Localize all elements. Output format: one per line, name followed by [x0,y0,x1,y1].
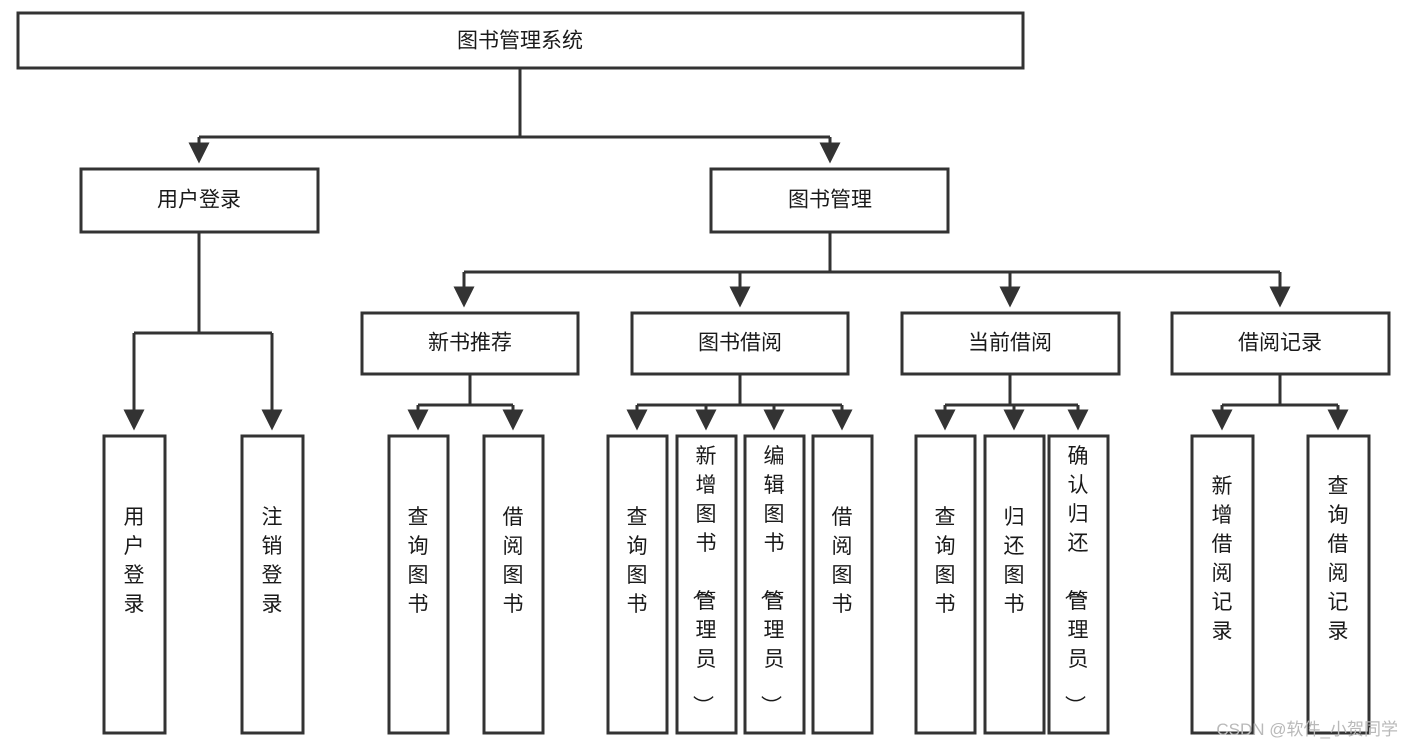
node-leaf-user-login[interactable]: 用户登录 [102,434,167,735]
node-leaf-add-record-label: 新增借阅记录 [1212,475,1233,643]
node-leaf-return-book-label: 归还图书 [1004,506,1025,616]
node-leaf-borrow-book-1-box[interactable] [482,434,545,735]
node-book-management-label: 图书管理 [788,189,872,212]
node-leaf-user-login-label: 用户登录 [124,506,145,616]
node-current-borrow-box[interactable] [900,311,1121,376]
node-leaf-query-book-3[interactable]: 查询图书 [914,434,977,735]
node-leaf-borrow-book-2-box[interactable] [811,434,874,735]
node-new-book-recommend[interactable]: 新书推荐 [360,311,580,376]
node-leaf-confirm-return-box[interactable] [1047,434,1110,735]
node-leaf-user-login-box[interactable] [102,434,167,735]
node-borrow-record[interactable]: 借阅记录 [1170,311,1391,376]
node-leaf-add-book-label: 新增图书（管理员） [691,445,717,716]
node-leaf-borrow-book-1-label: 借阅图书 [503,506,524,616]
node-leaf-add-record[interactable]: 新增借阅记录 [1190,434,1255,735]
node-leaf-add-record-box[interactable] [1190,434,1255,735]
node-leaf-query-book-2[interactable]: 查询图书 [606,434,669,735]
node-new-book-recommend-label: 新书推荐 [428,332,512,355]
node-leaf-query-record-box[interactable] [1306,434,1371,735]
node-book-borrow[interactable]: 图书借阅 [630,311,850,376]
node-leaf-query-book-2-box[interactable] [606,434,669,735]
node-leaf-query-book-1[interactable]: 查询图书 [387,434,450,735]
node-leaf-edit-book[interactable]: 编辑图书（管理员） [743,434,806,735]
node-leaf-add-book-box[interactable] [675,434,738,735]
node-root-box[interactable] [16,11,1025,70]
node-leaf-return-book[interactable]: 归还图书 [983,434,1046,735]
node-leaf-query-record[interactable]: 查询借阅记录 [1306,434,1371,735]
watermark: CSDN @软件_小贺同学 [1216,720,1398,739]
node-leaf-query-book-3-label: 查询图书 [935,506,956,616]
node-leaf-confirm-return[interactable]: 确认归还（管理员） [1047,434,1110,735]
node-root-label: 图书管理系统 [457,30,583,53]
node-leaf-edit-book-box[interactable] [743,434,806,735]
node-user-login[interactable]: 用户登录 [79,167,320,234]
node-leaf-logout-label: 注销登录 [262,506,283,616]
node-leaf-borrow-book-2-label: 借阅图书 [832,506,853,616]
node-leaf-query-book-1-box[interactable] [387,434,450,735]
node-leaf-query-record-label: 查询借阅记录 [1328,475,1349,643]
node-user-login-label: 用户登录 [157,189,241,212]
node-borrow-record-box[interactable] [1170,311,1391,376]
connector-layer [123,68,1349,431]
node-leaf-confirm-return-label: 确认归还（管理员） [1063,445,1089,716]
node-leaf-logout-box[interactable] [240,434,305,735]
node-current-borrow[interactable]: 当前借阅 [900,311,1121,376]
node-book-management-box[interactable] [709,167,950,234]
node-leaf-borrow-book-2[interactable]: 借阅图书 [811,434,874,735]
node-leaf-borrow-book-1[interactable]: 借阅图书 [482,434,545,735]
node-leaf-add-book[interactable]: 新增图书（管理员） [675,434,738,735]
node-book-management[interactable]: 图书管理 [709,167,950,234]
node-user-login-box[interactable] [79,167,320,234]
node-leaf-return-book-box[interactable] [983,434,1046,735]
node-new-book-recommend-box[interactable] [360,311,580,376]
node-leaf-logout[interactable]: 注销登录 [240,434,305,735]
node-current-borrow-label: 当前借阅 [968,332,1052,355]
node-leaf-edit-book-label: 编辑图书（管理员） [759,445,785,716]
node-leaf-query-book-3-box[interactable] [914,434,977,735]
node-leaf-query-book-2-label: 查询图书 [627,506,648,616]
node-root[interactable]: 图书管理系统 [16,11,1025,70]
node-book-borrow-box[interactable] [630,311,850,376]
node-book-borrow-label: 图书借阅 [698,332,782,355]
node-borrow-record-label: 借阅记录 [1238,332,1322,355]
node-leaf-query-book-1-label: 查询图书 [408,506,429,616]
